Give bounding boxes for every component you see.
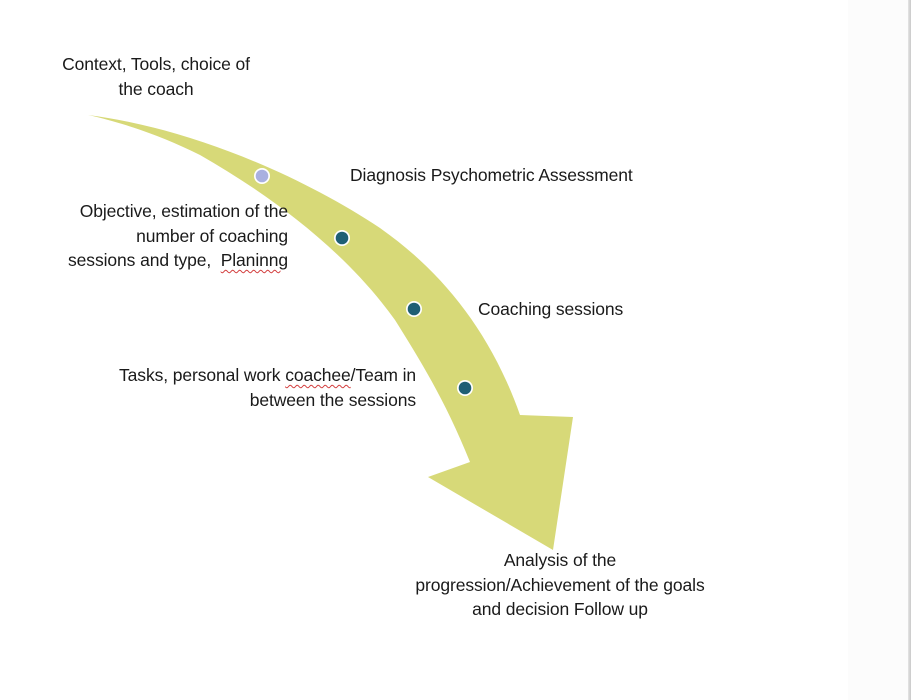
milestone-dot-3 bbox=[407, 302, 421, 316]
spellcheck-flagged-word[interactable]: Planinng bbox=[220, 250, 288, 270]
milestone-markers bbox=[254, 168, 473, 396]
milestone-dot-2 bbox=[335, 231, 349, 245]
label-analysis-line-2: progression/Achievement of the goals bbox=[415, 574, 705, 595]
label-tasks: Tasks, personal work coachee/Team in bet… bbox=[20, 363, 416, 412]
label-objective-line-3: sessions and type, Planinng bbox=[10, 248, 288, 273]
milestone-dot-4 bbox=[458, 381, 472, 395]
label-tasks-line-1-prefix: Tasks, personal work bbox=[119, 365, 286, 385]
label-objective-line-2: number of coaching bbox=[136, 225, 288, 246]
label-coaching-sessions: Coaching sessions bbox=[478, 297, 623, 322]
milestone-dot-1 bbox=[255, 169, 269, 183]
curved-process-arrow bbox=[88, 115, 573, 550]
page-margin bbox=[848, 0, 908, 700]
spellcheck-flagged-word[interactable]: coachee bbox=[285, 365, 351, 385]
label-coaching-sessions-line-1: Coaching sessions bbox=[478, 299, 624, 319]
label-objective: Objective, estimation of the number of c… bbox=[10, 199, 288, 273]
label-tasks-line-1: Tasks, personal work coachee/Team in bbox=[20, 363, 416, 388]
label-analysis-line-1: Analysis of the bbox=[503, 550, 617, 570]
label-tasks-line-1-suffix: /Team in bbox=[350, 365, 416, 385]
label-analysis: Analysis of the progression/Achievement … bbox=[360, 548, 760, 622]
label-context: Context, Tools, choice of the coach bbox=[36, 52, 276, 101]
label-context-line-1: Context, Tools, choice of bbox=[62, 54, 250, 74]
label-objective-line-3-text: sessions and type, bbox=[68, 250, 221, 270]
label-diagnosis: Diagnosis Psychometric Assessment bbox=[350, 163, 633, 188]
label-diagnosis-line-1: Diagnosis Psychometric Assessment bbox=[350, 165, 633, 185]
label-analysis-line-3: and decision Follow up bbox=[472, 599, 648, 619]
page-edge-border bbox=[908, 0, 911, 700]
label-tasks-line-2: between the sessions bbox=[249, 389, 416, 410]
label-context-line-2: the coach bbox=[118, 78, 194, 99]
label-objective-line-1: Objective, estimation of the bbox=[79, 201, 288, 221]
